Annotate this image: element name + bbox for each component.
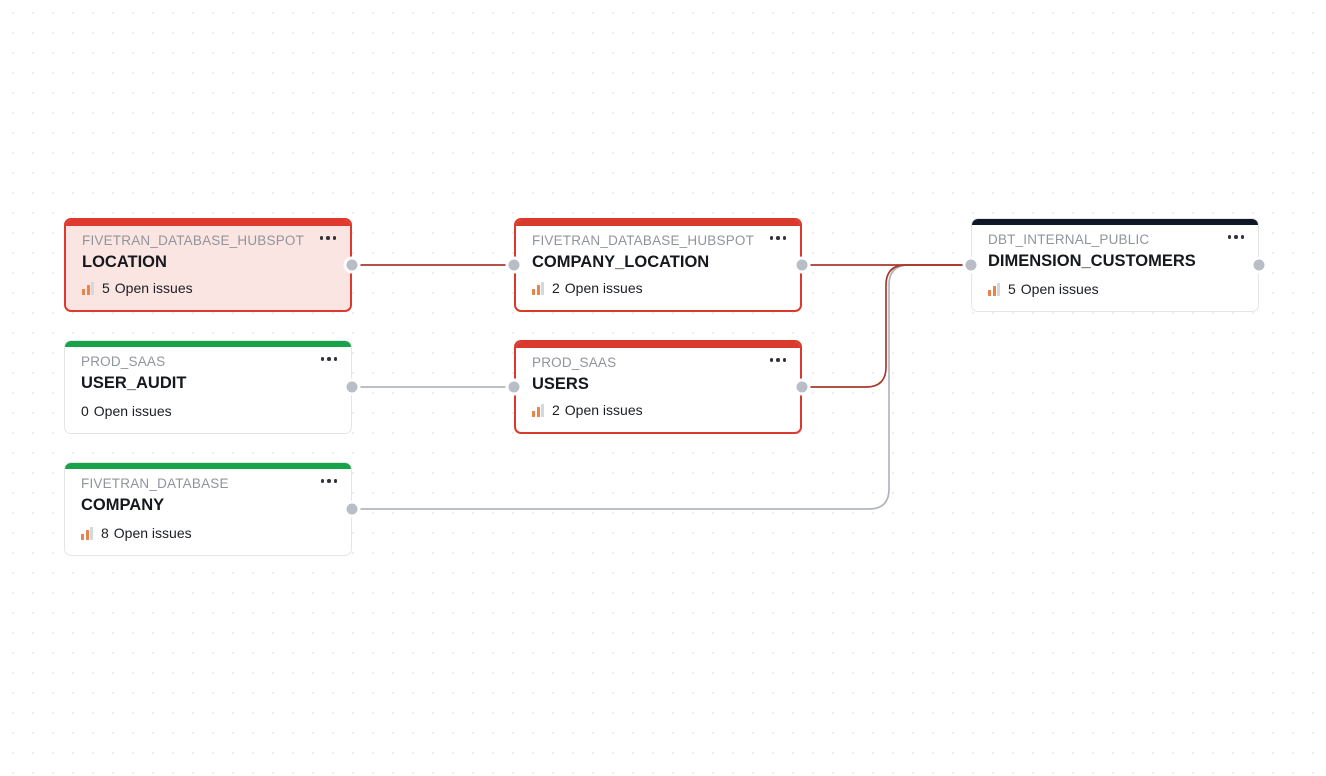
lineage-node-company-location[interactable]: FIVETRAN_DATABASE_HUBSPOT COMPANY_LOCATI… bbox=[514, 218, 802, 312]
node-port-location-right[interactable] bbox=[346, 259, 358, 271]
open-issues-status: 5 Open issues bbox=[82, 280, 193, 296]
status-bar-error bbox=[66, 220, 350, 226]
open-issues-label: Open issues bbox=[564, 402, 643, 418]
ellipsis-icon[interactable] bbox=[1227, 235, 1244, 239]
open-issues-status: 5 Open issues bbox=[988, 281, 1099, 297]
status-bar-ok bbox=[65, 341, 351, 347]
node-port-dimension-customers-right[interactable] bbox=[1253, 259, 1265, 271]
open-issues-count: 2 bbox=[552, 402, 560, 418]
status-bar-ok bbox=[65, 463, 351, 469]
open-issues-status: 2 Open issues bbox=[532, 402, 643, 418]
open-issues-label: Open issues bbox=[113, 525, 192, 541]
node-title: COMPANY bbox=[81, 496, 165, 514]
node-port-user-audit-right[interactable] bbox=[346, 381, 358, 393]
ellipsis-icon[interactable] bbox=[319, 236, 336, 240]
open-issues-count: 0 bbox=[81, 403, 89, 419]
lineage-node-company[interactable]: FIVETRAN_DATABASE COMPANY 8 Open issues bbox=[64, 462, 352, 556]
ellipsis-icon[interactable] bbox=[320, 357, 337, 361]
lineage-node-dimension-customers[interactable]: DBT_INTERNAL_PUBLIC DIMENSION_CUSTOMERS … bbox=[971, 218, 1259, 312]
open-issues-count: 5 bbox=[1008, 281, 1016, 297]
issues-bar-chart-icon bbox=[532, 403, 544, 417]
ellipsis-icon[interactable] bbox=[320, 479, 337, 483]
open-issues-count: 5 bbox=[102, 280, 110, 296]
issues-bar-chart-icon bbox=[81, 526, 93, 540]
node-port-users-left[interactable] bbox=[508, 381, 520, 393]
node-schema-label: FIVETRAN_DATABASE_HUBSPOT bbox=[532, 233, 755, 248]
node-schema-label: FIVETRAN_DATABASE_HUBSPOT bbox=[82, 233, 305, 248]
open-issues-label: Open issues bbox=[114, 280, 193, 296]
node-title: USERS bbox=[532, 375, 589, 393]
lineage-node-user-audit[interactable]: PROD_SAAS USER_AUDIT 0 Open issues bbox=[64, 340, 352, 434]
lineage-node-location[interactable]: FIVETRAN_DATABASE_HUBSPOT LOCATION 5 Ope… bbox=[64, 218, 352, 312]
open-issues-label: Open issues bbox=[564, 280, 643, 296]
status-bar-dbt bbox=[972, 219, 1258, 225]
issues-bar-chart-icon bbox=[988, 282, 1000, 296]
status-bar-error bbox=[516, 220, 800, 226]
node-title: COMPANY_LOCATION bbox=[532, 253, 710, 271]
issues-bar-chart-icon bbox=[82, 281, 94, 295]
open-issues-status: 8 Open issues bbox=[81, 525, 192, 541]
lineage-node-users[interactable]: PROD_SAAS USERS 2 Open issues bbox=[514, 340, 802, 434]
node-schema-label: FIVETRAN_DATABASE bbox=[81, 476, 229, 491]
node-schema-label: PROD_SAAS bbox=[532, 355, 617, 370]
node-title: DIMENSION_CUSTOMERS bbox=[988, 252, 1196, 270]
node-schema-label: PROD_SAAS bbox=[81, 354, 166, 369]
open-issues-count: 2 bbox=[552, 280, 560, 296]
open-issues-status: 0 Open issues bbox=[81, 403, 172, 419]
open-issues-label: Open issues bbox=[1020, 281, 1099, 297]
edge-users-to-dimension-customers bbox=[802, 264, 971, 388]
ellipsis-icon[interactable] bbox=[769, 358, 786, 362]
node-schema-label: DBT_INTERNAL_PUBLIC bbox=[988, 232, 1150, 247]
node-title: USER_AUDIT bbox=[81, 374, 187, 392]
status-bar-error bbox=[516, 342, 800, 348]
issues-bar-chart-icon bbox=[532, 281, 544, 295]
node-title: LOCATION bbox=[82, 253, 167, 271]
open-issues-status: 2 Open issues bbox=[532, 280, 643, 296]
open-issues-label: Open issues bbox=[93, 403, 172, 419]
node-port-dimension-customers-left[interactable] bbox=[965, 259, 977, 271]
ellipsis-icon[interactable] bbox=[769, 236, 786, 240]
open-issues-count: 8 bbox=[101, 525, 109, 541]
node-port-company-right[interactable] bbox=[346, 503, 358, 515]
node-port-company-location-left[interactable] bbox=[508, 259, 520, 271]
node-port-users-right[interactable] bbox=[796, 381, 808, 393]
node-port-company-location-right[interactable] bbox=[796, 259, 808, 271]
